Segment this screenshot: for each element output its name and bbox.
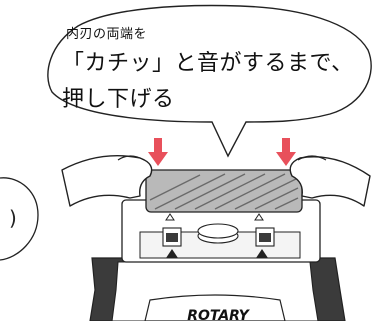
instruction-line-2: 押し下げる <box>62 87 175 112</box>
right-press-arrow-icon <box>276 138 296 166</box>
right-small-marker <box>254 213 264 221</box>
blade-stripes <box>149 173 299 210</box>
right-hand <box>289 156 371 207</box>
instruction-line-1: 「カチッ」と音がするまで、 <box>62 51 354 76</box>
right-thumb <box>297 155 327 161</box>
left-hand <box>61 155 153 207</box>
instruction-heading-small: 内刃の両端を <box>66 27 148 42</box>
left-speech-bubble <box>0 177 39 261</box>
center-knob-top <box>197 223 239 239</box>
right-clip-dark <box>259 233 271 242</box>
left-clip-dark <box>166 233 178 242</box>
left-bubble-text: ) <box>9 206 17 230</box>
speech-bubble <box>47 4 372 158</box>
left-press-arrow-icon <box>148 138 168 166</box>
left-triangle-marker <box>166 249 178 258</box>
shaver-logo-plate <box>144 294 286 321</box>
left-thumb <box>117 155 145 161</box>
right-triangle-marker <box>256 249 268 258</box>
brand-logo: ROTARY <box>187 308 250 321</box>
left-small-marker <box>165 213 175 221</box>
